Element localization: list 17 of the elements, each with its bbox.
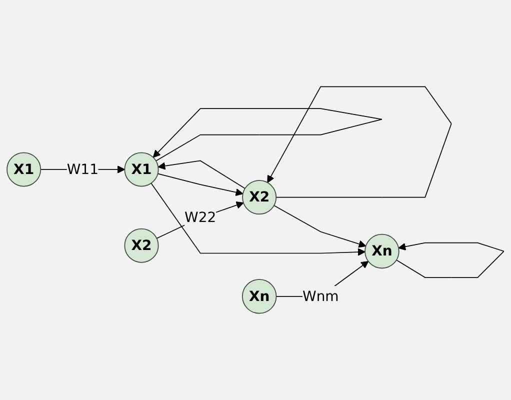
arrow bbox=[158, 160, 246, 189]
node-circle: X1 bbox=[6, 152, 42, 187]
edge-label: Wnm bbox=[302, 288, 339, 304]
arrow bbox=[274, 205, 366, 248]
node-circle: X2 bbox=[124, 228, 159, 263]
arrow bbox=[150, 182, 366, 256]
node-circle: Xn bbox=[364, 234, 400, 269]
arrow bbox=[396, 242, 504, 278]
node-circle: Xn bbox=[242, 279, 277, 314]
node-circle: X2 bbox=[242, 180, 277, 215]
node-circle: X1 bbox=[124, 152, 159, 187]
arrow bbox=[157, 173, 244, 196]
edge-label: W11 bbox=[66, 160, 98, 178]
arrow bbox=[156, 201, 244, 239]
edge-label: W22 bbox=[184, 209, 216, 226]
arrow bbox=[267, 86, 452, 198]
arrow bbox=[152, 108, 382, 162]
